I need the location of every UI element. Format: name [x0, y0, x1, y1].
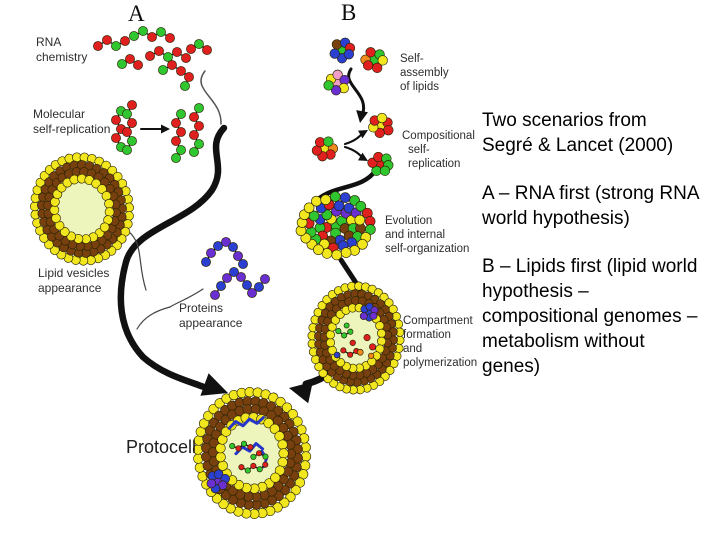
label-line: Molecular — [33, 107, 86, 121]
label-rna-chemistry: RNA chemistry — [36, 35, 87, 64]
label-line: appearance — [38, 280, 102, 295]
side-paragraph-b: B – Lipids first (lipid world hypothesis… — [482, 254, 700, 379]
self-assembly-micelles — [323, 37, 388, 96]
label-self-assembly: Self- assembly of lipids — [400, 52, 449, 94]
label-line: self- — [408, 144, 430, 157]
side-text-line: genes) — [482, 356, 541, 377]
label-line: and internal — [385, 229, 446, 242]
label-line: chemistry — [36, 49, 88, 64]
label-line: Protocell — [126, 437, 197, 457]
label-molecular-self-replication: Molecular self-replication — [33, 107, 110, 136]
label-line: self-organization — [385, 243, 470, 256]
label-line: self-replication — [33, 121, 111, 136]
label-protocell: Protocell — [126, 437, 196, 459]
side-text-line: world hypothesis) — [482, 208, 630, 229]
rna-chemistry-chains — [93, 26, 212, 91]
panel-label-a: A — [128, 1, 145, 26]
label-line: Evolution — [385, 215, 433, 227]
self-replication-chains — [111, 100, 204, 163]
evolution-cluster — [295, 191, 376, 261]
side-text-line: hypothesis – — [482, 281, 589, 302]
compositional-micelles — [311, 112, 394, 176]
label-compositional: Compositional self- replication — [402, 129, 475, 171]
label-lipid-vesicles: Lipid vesicles appearance — [38, 266, 109, 295]
compartment-vesicle-illustration — [307, 281, 405, 395]
protocell-illustration — [192, 386, 312, 520]
label-proteins: Proteins appearance — [179, 301, 242, 330]
side-text-line: A – RNA first (strong RNA — [482, 183, 700, 204]
label-line: and — [403, 343, 423, 356]
side-paragraph-a: A – RNA first (strong RNA world hypothes… — [482, 181, 700, 231]
label-line: appearance — [179, 315, 243, 330]
label-line: replication — [408, 158, 461, 171]
label-compartment: Compartment formation and polymerization — [403, 314, 477, 370]
side-text-line: compositional genomes – — [482, 306, 698, 327]
label-line: of lipids — [400, 81, 439, 94]
panel-label-b: B — [341, 0, 357, 25]
side-text-block: Two scenarios from Segré & Lancet (2000)… — [482, 108, 700, 402]
label-line: RNA — [36, 35, 62, 49]
side-text-line: Two scenarios from — [482, 110, 647, 131]
label-line: Self- — [400, 53, 424, 65]
side-paragraph-scenarios: Two scenarios from Segré & Lancet (2000) — [482, 108, 700, 158]
label-evolution: Evolution and internal self-organization — [385, 214, 469, 256]
side-text-line: Segré & Lancet (2000) — [482, 135, 674, 156]
label-line: Lipid vesicles — [38, 266, 110, 280]
side-text-line: B – Lipids first (lipid world — [482, 256, 698, 277]
lipid-vesicle-illustration — [29, 152, 134, 266]
label-line: Compositional — [402, 130, 475, 142]
label-line: Proteins — [179, 301, 224, 315]
side-text-line: metabolism without — [482, 331, 645, 352]
label-line: Compartment — [403, 315, 473, 327]
label-line: formation — [403, 329, 451, 342]
label-line: assembly — [400, 67, 449, 80]
protein-chains — [201, 237, 270, 300]
label-line: polymerization — [403, 357, 478, 370]
